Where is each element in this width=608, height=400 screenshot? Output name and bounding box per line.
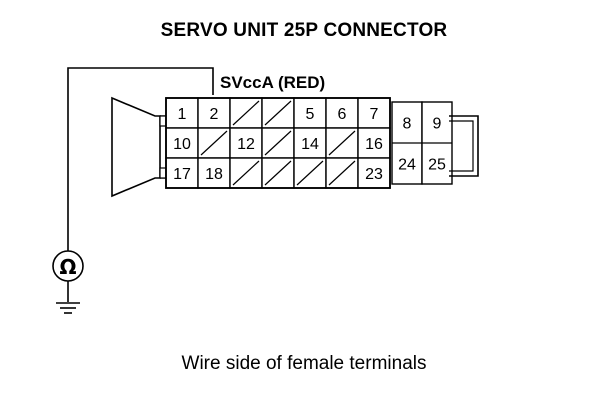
- terminal-label: 24: [398, 157, 416, 174]
- unused-terminal-slash: [232, 100, 260, 126]
- terminal-label: 5: [306, 106, 315, 123]
- terminal-label: 25: [428, 157, 446, 174]
- terminal-label: 18: [205, 166, 223, 183]
- ground-icon: [56, 302, 80, 314]
- terminal-label: 16: [365, 136, 383, 153]
- ohm-symbol: Ω: [59, 255, 76, 279]
- terminal-cell: [325, 97, 359, 129]
- terminal-label: 10: [173, 136, 191, 153]
- terminal-label: 6: [338, 106, 347, 123]
- probe-wire: [67, 67, 214, 252]
- terminal-cell: [293, 97, 327, 129]
- terminal-label: 1: [178, 106, 187, 123]
- unused-terminal-slash: [296, 160, 324, 186]
- wire-label: SVccA (RED): [220, 73, 325, 92]
- terminal-label: 2: [210, 106, 219, 123]
- diagram-title: SERVO UNIT 25P CONNECTOR: [160, 20, 448, 41]
- diagram-caption: Wire side of female terminals: [181, 353, 427, 374]
- terminal-label: 14: [301, 136, 319, 153]
- unused-terminal-slash: [264, 160, 292, 186]
- unused-terminal-slash: [264, 130, 292, 156]
- terminal-label: 8: [403, 116, 412, 133]
- ohmmeter-icon: Ω: [52, 250, 84, 282]
- connector-outline: [165, 97, 391, 189]
- terminal-cell: [197, 157, 231, 189]
- unused-terminal-slash: [200, 130, 228, 156]
- connector-flange: [111, 96, 161, 198]
- terminal-label: 7: [370, 106, 379, 123]
- unused-terminal-slash: [232, 160, 260, 186]
- terminal-label: 12: [237, 136, 255, 153]
- connector-lock: [449, 115, 479, 177]
- unused-terminal-slash: [328, 130, 356, 156]
- terminal-cell: [357, 127, 391, 159]
- terminal-cell: [357, 157, 391, 189]
- terminal-label: 17: [173, 166, 191, 183]
- terminal-cell: [357, 97, 391, 129]
- terminal-label: 23: [365, 166, 383, 183]
- terminal-label: 9: [433, 116, 442, 133]
- unused-terminal-slash: [328, 160, 356, 186]
- unused-terminal-slash: [264, 100, 292, 126]
